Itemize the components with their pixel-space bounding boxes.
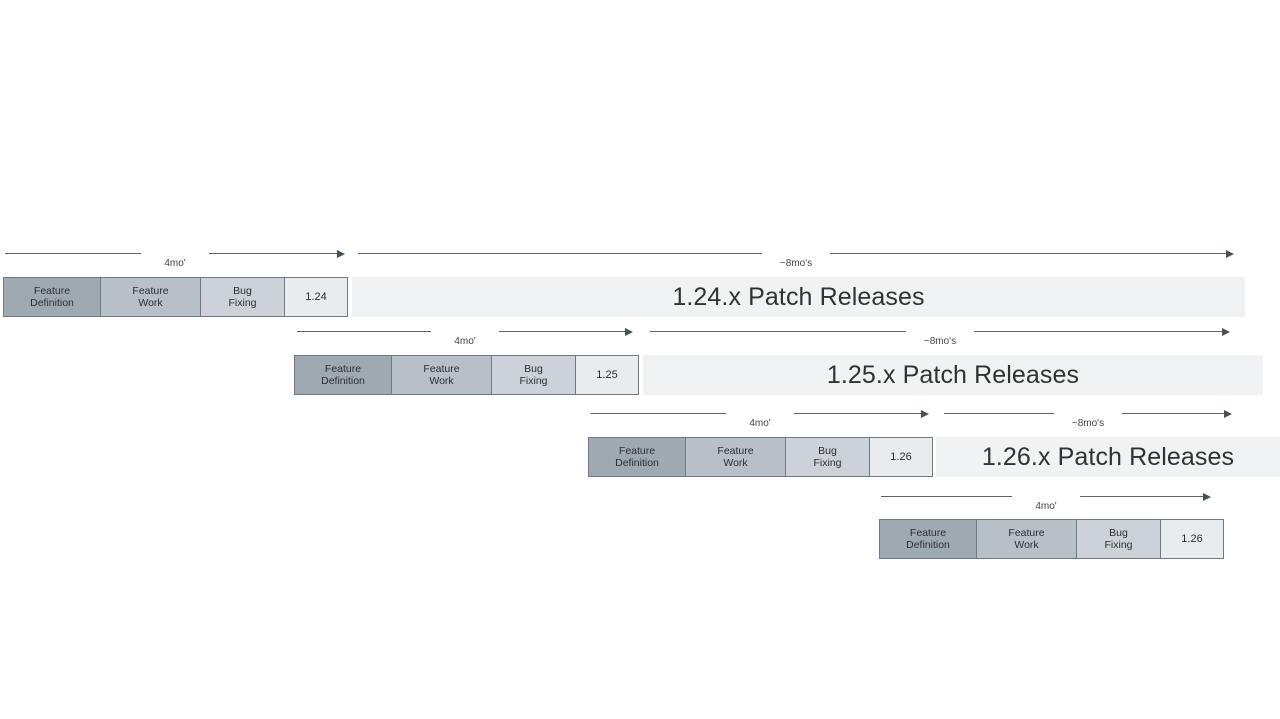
- row-127-dev-arrow-segment-left: [881, 496, 1012, 497]
- row-125-dev-arrow: [297, 326, 633, 338]
- row-124-bug-fixing-line1: Bug: [233, 284, 252, 297]
- row-126-bug-fixing-line2: Fixing: [813, 457, 842, 469]
- row-125-patch-band-label: 1.25.x Patch Releases: [826, 360, 1080, 389]
- row-124-dev-arrow: [5, 248, 345, 260]
- row-124-version-box: 1.24: [284, 277, 348, 317]
- row-127-version-box: 1.26: [1160, 519, 1224, 559]
- row-125-dev-duration-label: 4mo': [454, 336, 476, 347]
- row-125-feature-work-line1: Feature: [423, 362, 460, 375]
- row-124-feature-definition-line2: Definition: [30, 297, 74, 309]
- row-124-dev-arrow-head-icon: [337, 249, 345, 258]
- row-124-patch-band: 1.24.x Patch Releases: [352, 277, 1245, 317]
- row-125-feature-definition-line2: Definition: [321, 375, 365, 387]
- row-126-patch-band-label: 1.26.x Patch Releases: [981, 442, 1235, 471]
- row-125-patch-duration-label: ~8mo's: [923, 336, 957, 347]
- row-126-dev-arrow-segment-right: [794, 413, 922, 414]
- row-126-patch-duration-label: ~8mo's: [1071, 418, 1105, 429]
- row-126-patch-arrow-segment-right: [1122, 413, 1225, 414]
- row-126-dev-duration-label: 4mo': [749, 418, 771, 429]
- row-126-patch-arrow-head-icon: [1224, 409, 1232, 418]
- row-127-feature-work-line2: Work: [1014, 539, 1039, 551]
- row-124-feature-work-line2: Work: [138, 297, 163, 309]
- row-127-bug-fixing-line2: Fixing: [1104, 539, 1133, 551]
- row-126-version-label: 1.26: [890, 450, 912, 463]
- row-124-patch-arrow-segment-right: [830, 253, 1227, 254]
- row-126-feature-definition-line2: Definition: [615, 457, 659, 469]
- row-125-version-label: 1.25: [596, 368, 618, 381]
- row-126-patch-arrow: [944, 408, 1232, 420]
- row-125-patch-arrow-head-icon: [1222, 327, 1230, 336]
- row-127-feature-work-line1: Feature: [1008, 526, 1045, 539]
- row-125-feature-work-line2: Work: [429, 375, 454, 387]
- row-124-feature-work-line1: Feature: [132, 284, 169, 297]
- row-124-patch-duration-label: ~8mo's: [779, 258, 813, 269]
- row-127-bug-fixing-line1: Bug: [1109, 526, 1128, 539]
- row-126-patch-arrow-segment-left: [944, 413, 1054, 414]
- row-125-patch-arrow: [650, 326, 1230, 338]
- row-125-feature-definition-line1: Feature: [324, 362, 362, 375]
- row-125-version-box: 1.25: [575, 355, 639, 395]
- row-124-feature-definition-line1: Feature: [33, 284, 71, 297]
- row-126-dev-arrow-segment-left: [591, 413, 726, 414]
- row-124-dev-arrow-segment-left: [5, 253, 141, 254]
- row-126-dev-arrow: [591, 408, 929, 420]
- row-127-dev-arrow-segment-right: [1080, 496, 1204, 497]
- row-127-dev-arrow-head-icon: [1203, 492, 1211, 501]
- row-124-patch-band-label: 1.24.x Patch Releases: [672, 282, 925, 311]
- row-124-version-label: 1.24: [305, 290, 327, 303]
- row-125-patch-arrow-segment-left: [650, 331, 906, 332]
- row-127-dev-duration-label: 4mo': [1035, 501, 1057, 512]
- row-124-patch-arrow-segment-left: [358, 253, 762, 254]
- row-125-bug-fixing-line2: Fixing: [519, 375, 548, 387]
- row-124-dev-arrow-segment-right: [209, 253, 338, 254]
- row-127-version-label: 1.26: [1181, 532, 1203, 545]
- row-124-dev-duration-label: 4mo': [164, 258, 186, 269]
- row-125-patch-arrow-segment-right: [974, 331, 1223, 332]
- row-126-version-box: 1.26: [869, 437, 933, 477]
- row-126-bug-fixing-line1: Bug: [818, 444, 837, 457]
- row-126-feature-definition-line1: Feature: [618, 444, 656, 457]
- row-126-patch-band: 1.26.x Patch Releases: [936, 437, 1280, 477]
- row-125-bug-fixing-line1: Bug: [524, 362, 543, 375]
- row-125-patch-band: 1.25.x Patch Releases: [643, 355, 1263, 395]
- row-125-dev-arrow-head-icon: [625, 327, 633, 336]
- row-124-patch-arrow-head-icon: [1226, 249, 1234, 258]
- row-126-feature-work-line2: Work: [723, 457, 748, 469]
- row-125-dev-arrow-segment-right: [499, 331, 626, 332]
- row-125-dev-arrow-segment-left: [297, 331, 431, 332]
- row-127-feature-definition-line1: Feature: [909, 526, 947, 539]
- row-126-dev-arrow-head-icon: [921, 409, 929, 418]
- row-124-patch-arrow: [358, 248, 1234, 260]
- row-127-feature-definition-line2: Definition: [906, 539, 950, 551]
- row-126-feature-work-line1: Feature: [717, 444, 754, 457]
- row-127-dev-arrow: [881, 491, 1211, 503]
- row-124-bug-fixing-line2: Fixing: [228, 297, 257, 309]
